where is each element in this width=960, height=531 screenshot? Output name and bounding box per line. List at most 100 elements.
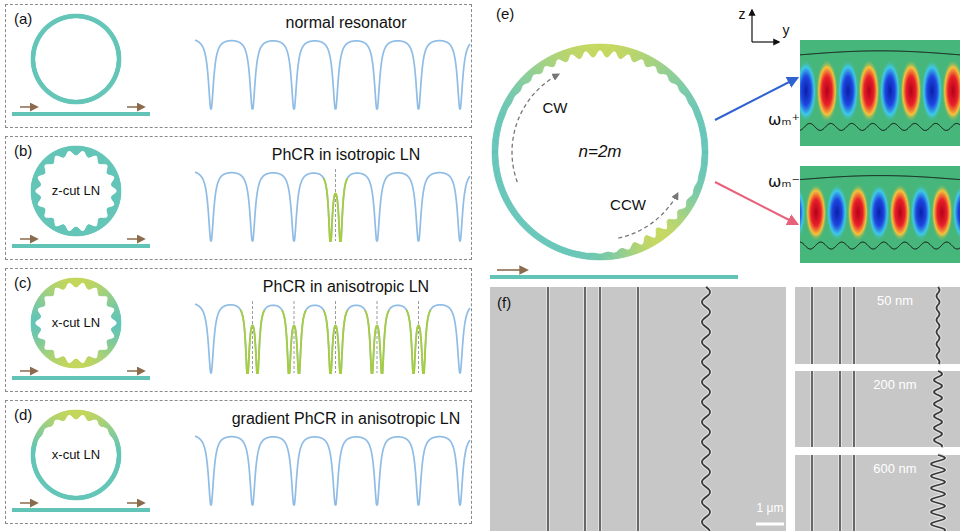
ring-segment [77,227,79,236]
ring-segment [31,55,35,57]
ring-segment [31,61,35,63]
ring-segment [70,278,71,283]
ring-segment [31,186,38,187]
ring-segment [86,148,88,155]
ring-segment [117,58,121,59]
axis-arrow [752,41,779,42]
corrugated-edge [702,287,710,531]
ring-segment [117,57,121,59]
field-lobe [868,183,890,241]
field-lobe [858,59,880,123]
ring-segment [82,14,84,18]
ring-segment [64,228,66,235]
ring-segment [85,15,86,19]
ring-segment [72,146,74,153]
ring-segment [86,280,88,287]
field-lobe [800,59,817,123]
field-lobe [837,59,859,123]
ring-segment [116,189,121,191]
ring-segment [85,147,87,153]
waveguide-edge-halo [810,287,814,364]
ring-segment [31,321,35,322]
ring-segment [113,195,121,196]
field-lobe [847,183,869,241]
ring-segment [68,99,69,103]
ring-segment [31,60,35,62]
ring-segment [117,60,121,62]
sem-ground [490,287,786,531]
ring-segment [77,14,79,18]
ring-segment [110,207,117,210]
ring-segment [32,51,36,52]
ring-segment [86,279,88,285]
field-lobe [931,183,953,241]
ring-segment [67,15,68,19]
ring-segment [31,185,39,186]
ring-segment [83,231,84,235]
ring-segment [116,51,120,52]
ring-segment [74,227,76,236]
ring-segment [31,186,38,188]
ring-segment [32,50,36,51]
ring-segment [34,307,38,309]
ring-segment [31,317,39,318]
split-resonance [365,310,389,373]
ring-segment [76,100,77,104]
ring-segment [79,229,81,235]
waveguide-edge-halo [852,371,856,447]
ring-segment [76,146,77,155]
ring-segment [72,278,74,285]
ring-segment [31,52,35,54]
ring-segment [77,146,79,154]
ring-segment [35,171,42,174]
ring-segment [117,64,121,66]
ring-segment [117,53,121,55]
waveguide-edge-halo [636,287,640,531]
ring-segment [81,100,83,104]
ring-segment [32,66,36,67]
corrugated-edge-halo [934,371,942,447]
ring-segment [31,184,40,186]
ring-segment [78,146,80,153]
ring-segment [81,14,83,18]
ring-segment [79,100,81,104]
ring-segment [71,146,73,152]
ring-segment [78,278,80,285]
field-lobe [889,183,911,241]
ring-segment [115,193,121,195]
ring-segment [66,230,67,235]
ring-segment [117,53,121,55]
ring-segment [81,14,83,18]
ring-segment [75,146,76,155]
bus-waveguide [490,275,738,279]
ring-segment [117,53,121,55]
ring-outline [31,14,121,104]
ring-segment [31,58,35,59]
ring-segment [70,278,72,284]
waveguide-edge [547,287,549,531]
ring-segment [31,319,37,321]
ring-segment [31,52,35,54]
ring-segment [70,231,71,236]
ring-segment [77,228,79,236]
ring-segment [73,228,75,236]
ring-segment [117,322,121,323]
ring-segment [31,191,35,192]
ring-segment [73,14,75,18]
ring-segment [70,14,72,18]
waveguide-edge-halo [546,287,550,531]
ring-segment [31,320,36,322]
ring-segment [116,65,120,66]
ring-segment [70,278,71,283]
ring-segment [109,208,116,212]
ring-segment [115,193,121,195]
material-label: z-cut LN [52,184,100,199]
ring-segment [31,65,35,67]
ring-segment [71,14,73,18]
ring-segment [117,321,121,322]
ring-segment [117,61,121,63]
ring-segment [74,14,76,18]
ring-segment [72,100,74,104]
output-arrow [127,106,144,108]
